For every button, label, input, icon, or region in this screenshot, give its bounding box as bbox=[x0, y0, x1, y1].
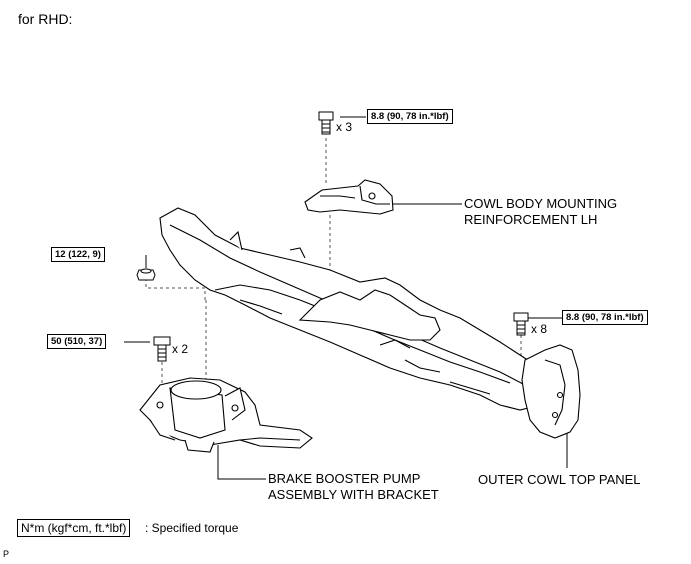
nut-icon bbox=[136, 268, 156, 281]
torque-box-pump-bolts: 50 (510, 37) bbox=[47, 334, 107, 349]
outer-bolt-icon bbox=[513, 312, 529, 336]
label-brake-pump-line1: BRAKE BOOSTER PUMP bbox=[268, 471, 421, 486]
label-outer-cowl: OUTER COWL TOP PANEL bbox=[478, 472, 641, 487]
label-brake-pump-line2: ASSEMBLY WITH BRACKET bbox=[268, 487, 439, 502]
cowl-bolt-icon bbox=[318, 111, 334, 135]
qty-pump-bolts: x 2 bbox=[172, 342, 189, 356]
figure-code: P bbox=[3, 549, 10, 559]
qty-outer-bolts: x 8 bbox=[531, 322, 548, 336]
legend-unit-box: N*m (kgf*cm, ft.*lbf) bbox=[17, 519, 131, 537]
legend-description: : Specified torque bbox=[145, 521, 239, 535]
leader-brake-pump bbox=[217, 445, 266, 480]
torque-box-outer-bolts: 8.8 (90, 78 in.*lbf) bbox=[562, 310, 648, 325]
torque-box-nut: 12 (122, 9) bbox=[51, 247, 105, 262]
cowl-reinforcement-part bbox=[304, 179, 394, 215]
dash-nut bbox=[145, 278, 206, 300]
label-cowl-reinforcement-line2: REINFORCEMENT LH bbox=[464, 212, 598, 227]
dash-pump-bolt bbox=[161, 300, 207, 390]
label-cowl-reinforcement-line1: COWL BODY MOUNTING bbox=[464, 196, 618, 211]
cowl-frame-part bbox=[159, 207, 581, 439]
pump-bolt-icon bbox=[153, 336, 171, 362]
page-title: for RHD: bbox=[18, 11, 73, 27]
torque-box-cowl-bolts: 8.8 (90, 78 in.*lbf) bbox=[367, 109, 453, 124]
qty-cowl-bolts: x 3 bbox=[336, 120, 353, 134]
brake-booster-pump-part bbox=[139, 377, 313, 453]
dash-cowl-bolt bbox=[325, 138, 331, 330]
